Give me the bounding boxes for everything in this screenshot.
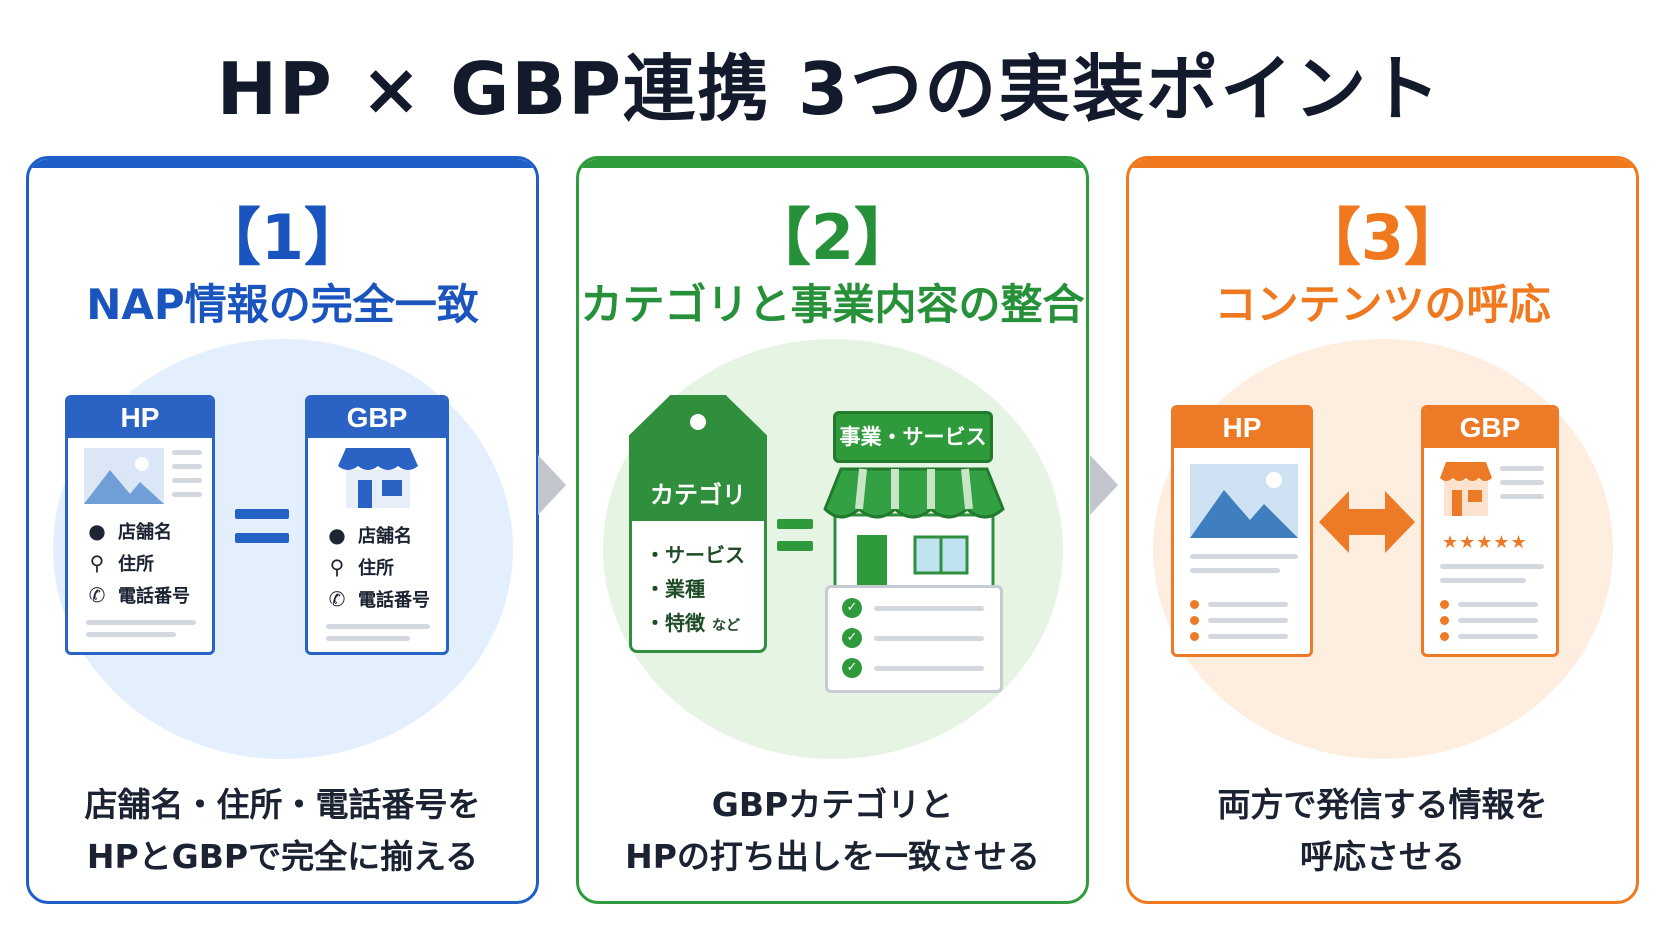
chevron-right-icon [538,455,566,515]
card-nap-match: 【1】 NAP情報の完全一致 HP ● 店舗名 ⚲ 住所 ✆ 電話番号 GBP [26,156,539,904]
phone-icon: ✆ [328,587,346,611]
card-description: 店舗名・住所・電話番号を HPとGBPで完全に揃える [84,785,481,876]
service-banner: 事業・サービス [833,411,993,463]
location-pin-icon: ⚲ [329,555,345,579]
tag-item: ・業種 [645,577,705,601]
card-category-match: 【2】 カテゴリと事業内容の整合 カテゴリ ・サービス ・業種 ・特徴 など 事… [576,156,1089,904]
person-icon: ● [88,519,106,543]
check-icon: ✓ [842,628,862,648]
tag-item: ・特徴 など [645,611,740,635]
tag-hole [687,411,709,433]
card-content-sync: 【3】 コンテンツの呼応 HP GBP ★★★★★ [1126,156,1639,904]
tag-title: カテゴリ [650,481,746,509]
image-placeholder-icon [1190,464,1298,538]
tag-item: ・サービス [645,543,745,567]
gbp-page-card: GBP ★★★★★ [1421,405,1559,657]
card-description: GBPカテゴリと HPの打ち出しを一致させる [625,785,1040,876]
card-heading: カテゴリと事業内容の整合 [580,280,1085,329]
nap-item-name: 店舗名 [358,526,412,547]
hp-page-card: HP ● 店舗名 ⚲ 住所 ✆ 電話番号 [65,395,215,655]
double-arrow-icon [1319,491,1415,553]
card-description: 両方で発信する情報を 呼応させる [1217,785,1548,876]
nap-item-phone: 電話番号 [118,586,190,607]
card-number: 【1】 [198,201,367,274]
gbp-page-label: GBP [308,398,446,438]
card-heading: NAP情報の完全一致 [86,280,479,329]
hp-page-card: HP [1171,405,1313,657]
card-heading: コンテンツの呼応 [1214,280,1551,329]
person-icon: ● [328,523,346,547]
check-icon: ✓ [842,658,862,678]
nap-item-phone: 電話番号 [358,590,430,611]
hp-page-label: HP [68,398,212,438]
star-rating: ★★★★★ [1442,532,1528,553]
equals-icon [777,519,813,529]
nap-item-address: 住所 [118,554,154,575]
equals-icon [235,509,289,519]
gbp-page-card: GBP ● 店舗名 ⚲ 住所 ✆ 電話番号 [305,395,449,655]
nap-item-name: 店舗名 [118,522,172,543]
card-number: 【3】 [1298,201,1467,274]
chevron-right-icon [1090,455,1118,515]
checklist-panel: ✓ ✓ ✓ [825,585,1003,693]
phone-icon: ✆ [88,583,106,607]
card-number: 【2】 [748,201,917,274]
hp-page-label: HP [1174,408,1310,448]
storefront-icon [823,467,1005,589]
gbp-page-label: GBP [1424,408,1556,448]
storefront-icon [1440,462,1492,516]
location-pin-icon: ⚲ [89,551,105,575]
page-title: HP × GBP連携 3つの実装ポイント [216,47,1443,131]
check-icon: ✓ [842,598,862,618]
nap-item-address: 住所 [358,558,394,579]
image-placeholder-icon [84,448,164,504]
storefront-icon [338,448,418,508]
